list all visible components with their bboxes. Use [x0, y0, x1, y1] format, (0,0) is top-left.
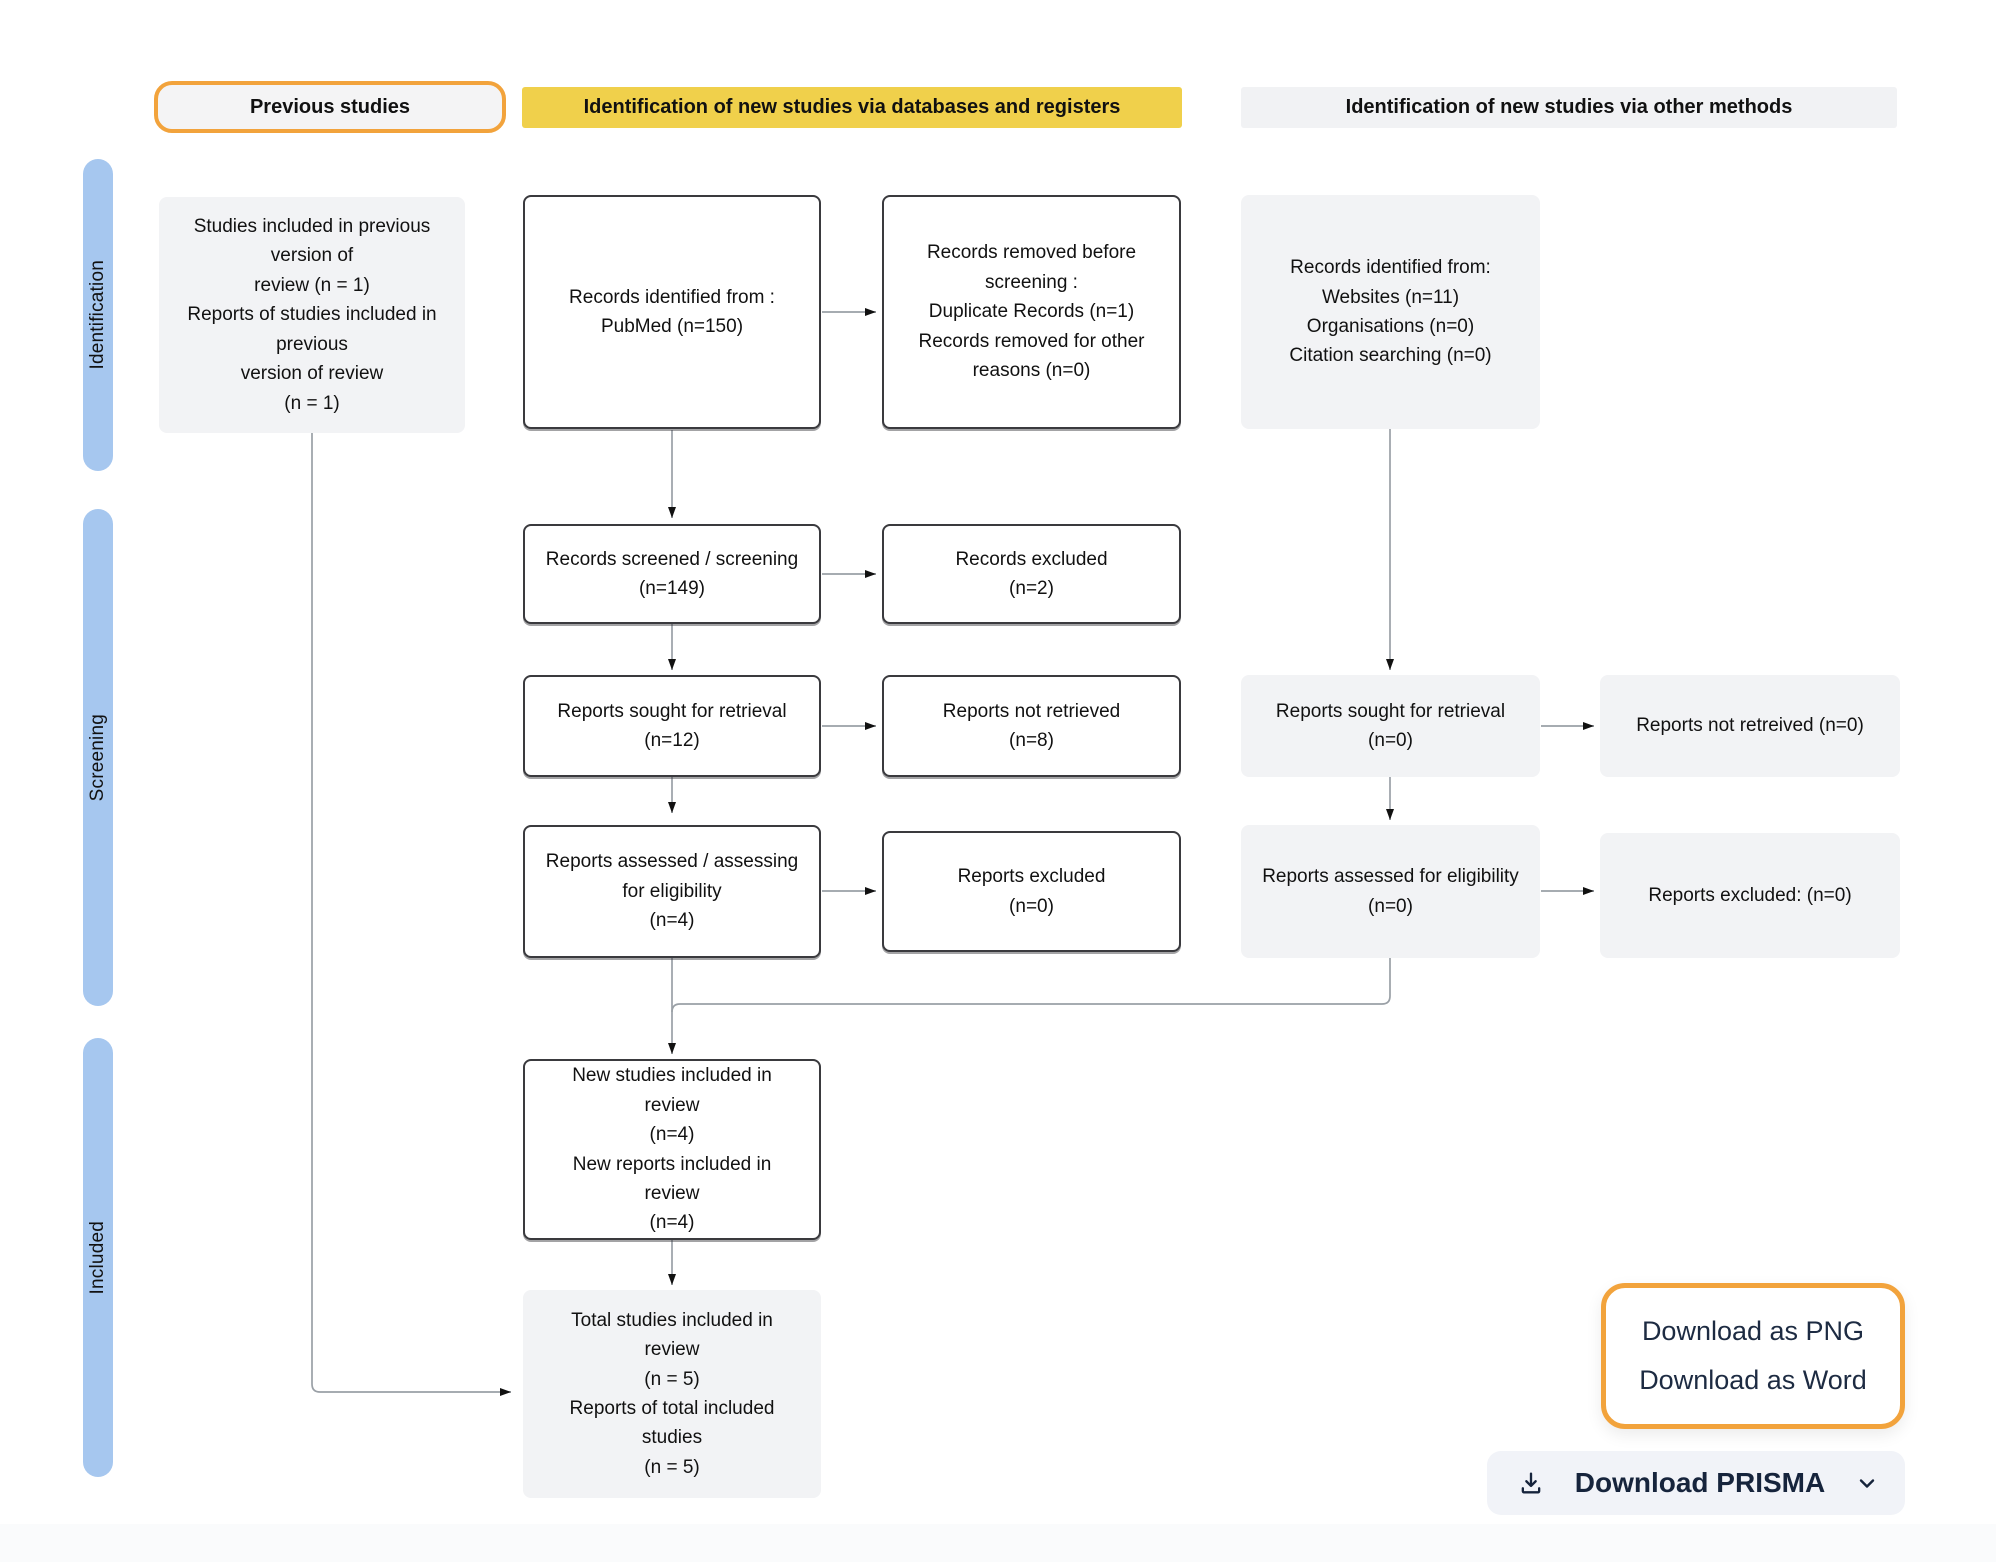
bottom-band	[0, 1524, 1996, 1562]
other-reports-not-retrieved-text: Reports not retreived (n=0)	[1636, 715, 1864, 737]
other-reports-assessed-text: Reports assessed for eligibility (n=0)	[1262, 866, 1519, 917]
total-studies-included-text: Total studies included in review (n = 5)…	[569, 1309, 775, 1478]
identification-stage-rail: Identification	[83, 159, 113, 471]
download-prisma-label: Download PRISMA	[1574, 1467, 1826, 1498]
reports-not-retrieved-text: Reports not retrieved (n=8)	[942, 700, 1121, 751]
records-screened-text: Records screened / screening (n=149)	[545, 548, 799, 599]
screening-stage-rail: Screening	[83, 509, 113, 1006]
other-records-identified-box: Records identified from: Websites (n=11)…	[1241, 195, 1540, 429]
other-methods-header: Identification of new studies via other …	[1241, 87, 1897, 128]
download-as-png-item[interactable]: Download as PNG	[1641, 1316, 1865, 1346]
other-reports-assessed-box: Reports assessed for eligibility (n=0)	[1241, 825, 1540, 958]
chevron-down-icon	[1859, 1479, 1875, 1488]
other-reports-sought-text: Reports sought for retrieval (n=0)	[1275, 700, 1506, 751]
total-studies-included-box: Total studies included in review (n = 5)…	[523, 1290, 821, 1498]
identification-stage-label: Identification	[87, 260, 108, 370]
other-records-identified-text: Records identified from: Websites (n=11)…	[1289, 257, 1492, 367]
included-stage-label: Included	[87, 1220, 108, 1295]
other-methods-header-label: Identification of new studies via other …	[1345, 96, 1793, 118]
other-reports-excluded-box: Reports excluded: (n=0)	[1600, 833, 1900, 958]
new-studies-included-box: New studies included in review (n=4) New…	[523, 1059, 821, 1240]
download-prisma-button[interactable]: Download PRISMA	[1487, 1451, 1905, 1515]
other-reports-sought-box: Reports sought for retrieval (n=0)	[1241, 675, 1540, 777]
download-menu-popup: Download as PNG Download as Word	[1601, 1283, 1905, 1429]
previous-studies-header[interactable]: Previous studies	[154, 81, 506, 133]
records-removed-box: Records removed before screening : Dupli…	[882, 195, 1181, 429]
records-screened-box: Records screened / screening (n=149)	[523, 524, 821, 624]
new-studies-included-text: New studies included in review (n=4) New…	[572, 1065, 772, 1234]
reports-excluded-text: Reports excluded (n=0)	[957, 866, 1106, 917]
reports-assessed-text: Reports assessed / assessing for eligibi…	[545, 851, 799, 932]
reports-not-retrieved-box: Reports not retrieved (n=8)	[882, 675, 1181, 777]
previous-studies-text: Studies included in previous version of …	[187, 215, 437, 414]
included-stage-rail: Included	[83, 1038, 113, 1477]
records-excluded-text: Records excluded (n=2)	[955, 548, 1108, 599]
records-excluded-box: Records excluded (n=2)	[882, 524, 1181, 624]
records-identified-text: Records identified from : PubMed (n=150)	[569, 286, 775, 337]
other-reports-excluded-text: Reports excluded: (n=0)	[1648, 884, 1852, 906]
records-identified-box: Records identified from : PubMed (n=150)	[523, 195, 821, 429]
other-reports-not-retrieved-box: Reports not retreived (n=0)	[1600, 675, 1900, 777]
databases-registers-header: Identification of new studies via databa…	[522, 87, 1182, 128]
reports-assessed-box: Reports assessed / assessing for eligibi…	[523, 825, 821, 958]
reports-sought-text: Reports sought for retrieval (n=12)	[557, 700, 787, 751]
records-removed-text: Records removed before screening : Dupli…	[918, 242, 1145, 382]
download-as-word-item[interactable]: Download as Word	[1639, 1365, 1867, 1395]
screening-stage-label: Screening	[87, 713, 108, 802]
previous-studies-box: Studies included in previous version of …	[159, 197, 465, 433]
databases-registers-header-label: Identification of new studies via databa…	[583, 96, 1121, 118]
download-icon	[1521, 1472, 1541, 1494]
previous-studies-header-label: Previous studies	[249, 95, 411, 118]
reports-excluded-box: Reports excluded (n=0)	[882, 831, 1181, 952]
reports-sought-box: Reports sought for retrieval (n=12)	[523, 675, 821, 777]
